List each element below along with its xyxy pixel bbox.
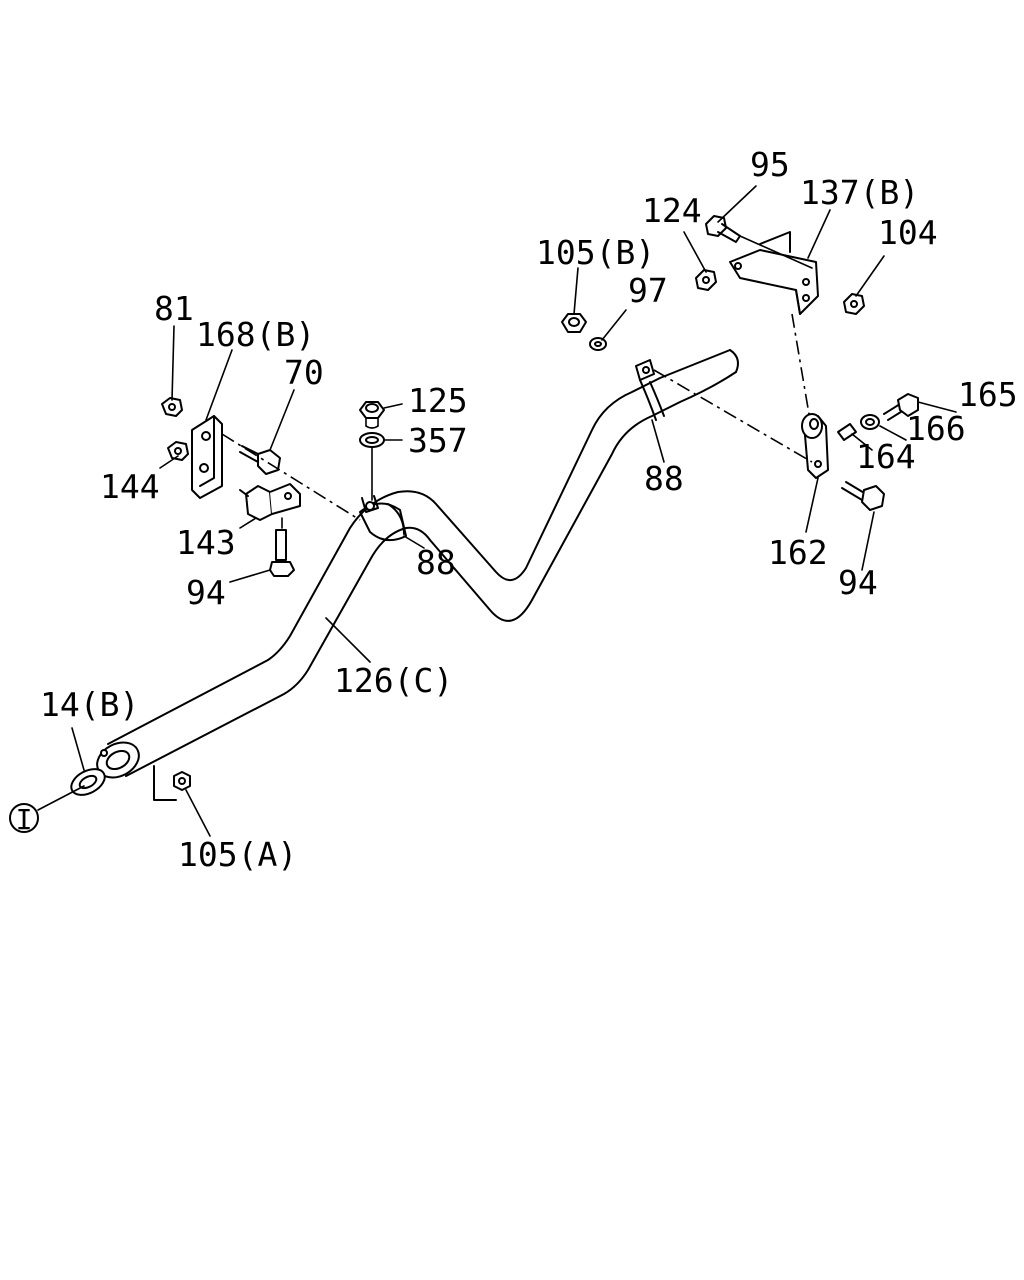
label-143: 143 bbox=[176, 523, 236, 562]
bolt-94-left bbox=[269, 529, 295, 577]
label-94-right: 94 bbox=[838, 563, 878, 602]
label-137b: 137(B) bbox=[800, 173, 919, 212]
label-70: 70 bbox=[284, 353, 324, 392]
label-97: 97 bbox=[628, 271, 668, 310]
nut-105a bbox=[153, 765, 191, 801]
bolt-94-right bbox=[841, 481, 885, 511]
washer-97 bbox=[589, 337, 607, 351]
clamp-88-left bbox=[359, 495, 407, 542]
nut-81 bbox=[161, 397, 183, 417]
label-144: 144 bbox=[100, 467, 160, 506]
bracket-137b bbox=[729, 231, 819, 315]
bolt-95 bbox=[705, 215, 741, 243]
label-165: 165 bbox=[958, 375, 1018, 414]
bracket-168b bbox=[191, 415, 223, 499]
bolt-70 bbox=[239, 445, 281, 475]
rubber-mount-143 bbox=[239, 483, 301, 521]
label-168b: 168(B) bbox=[196, 315, 315, 354]
bushing-164 bbox=[837, 423, 857, 441]
label-105a: 105(A) bbox=[178, 835, 297, 874]
nut-105b bbox=[561, 313, 587, 333]
reference-marker-i: I bbox=[9, 803, 39, 836]
reference-marker-label: I bbox=[16, 803, 33, 836]
hanger-162 bbox=[801, 413, 829, 479]
label-124: 124 bbox=[642, 191, 702, 230]
nut-124 bbox=[695, 269, 717, 291]
label-162: 162 bbox=[768, 533, 828, 572]
label-125: 125 bbox=[408, 381, 468, 420]
nut-104 bbox=[843, 293, 865, 315]
label-126c: 126(C) bbox=[334, 661, 453, 700]
bolt-165 bbox=[883, 393, 919, 421]
washer-166 bbox=[860, 414, 880, 430]
label-357: 357 bbox=[408, 421, 468, 460]
label-14b: 14(B) bbox=[40, 685, 139, 724]
label-88-left: 88 bbox=[416, 543, 456, 582]
flange-nut-125 bbox=[359, 401, 385, 429]
label-81: 81 bbox=[154, 289, 194, 328]
nut-144 bbox=[167, 441, 189, 461]
washer-357 bbox=[359, 432, 385, 448]
leader-lines bbox=[37, 185, 957, 837]
clamp-88-right bbox=[635, 359, 665, 421]
label-95: 95 bbox=[750, 145, 790, 184]
label-166: 166 bbox=[906, 409, 966, 448]
label-164: 164 bbox=[856, 437, 916, 476]
exhaust-pipe-126c bbox=[96, 349, 739, 779]
label-105b: 105(B) bbox=[536, 233, 655, 272]
label-94-left: 94 bbox=[186, 573, 226, 612]
label-104: 104 bbox=[878, 213, 938, 252]
label-88-right: 88 bbox=[644, 459, 684, 498]
